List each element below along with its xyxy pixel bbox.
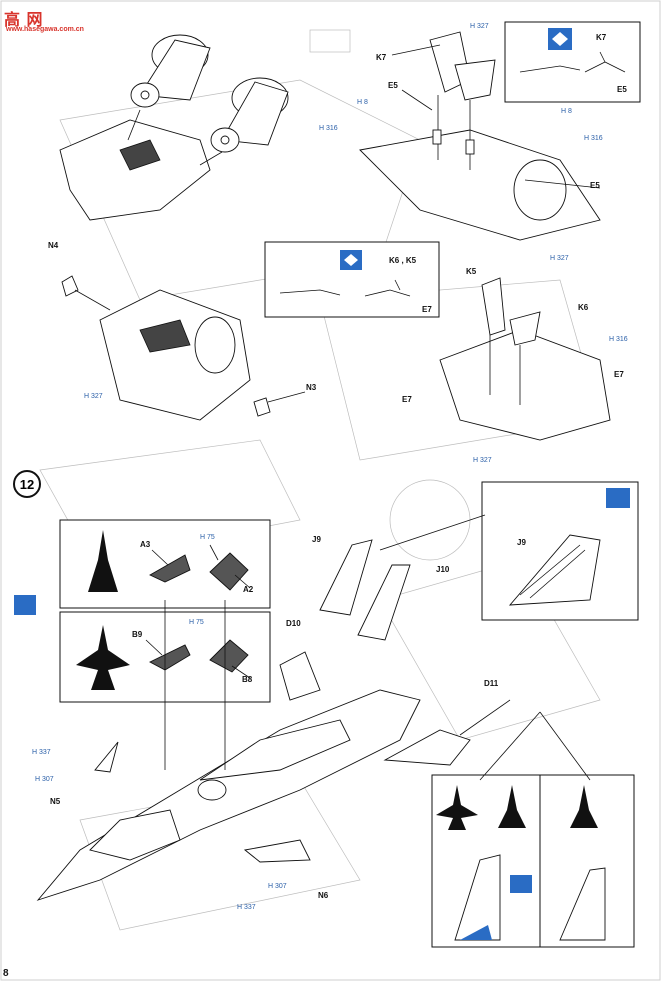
- label-e5: E5: [388, 81, 398, 90]
- label-h307-left: H 307: [35, 776, 54, 783]
- label-n4: N4: [48, 241, 59, 250]
- label-d10: D10: [286, 619, 301, 628]
- label-b8: B8: [242, 675, 253, 684]
- label-e7-left: E7: [402, 395, 412, 404]
- variant-silhouette-swept-2: [570, 785, 598, 828]
- label-k6: K6: [578, 303, 589, 312]
- label-b9: B9: [132, 630, 143, 639]
- detail-box-k6-k5: [264, 241, 440, 318]
- label-h327-right: H 327: [550, 255, 569, 262]
- label-h316-right: H 316: [584, 135, 603, 142]
- variant-silhouette-swept: [498, 785, 526, 828]
- label-k7: K7: [376, 53, 387, 62]
- label-h8-right: H 8: [561, 108, 572, 115]
- aircraft-silhouette-swept: [88, 530, 118, 592]
- step-12-marker: [13, 470, 41, 498]
- label-h8-left: H 8: [357, 99, 368, 106]
- label-n5: N5: [50, 797, 61, 806]
- step-number: 12: [20, 477, 34, 492]
- mid-right-fins-assembly: [439, 277, 611, 441]
- label-h75-b: H 75: [189, 619, 204, 626]
- label-h75-a: H 75: [200, 534, 215, 541]
- label-n6: N6: [318, 891, 329, 900]
- label-h327-low: H 327: [473, 457, 492, 464]
- label-d11: D11: [484, 679, 499, 688]
- variant-silhouette-spread: [436, 785, 478, 830]
- watermark-brand: 高 网: [4, 12, 44, 29]
- label-a2: A2: [243, 585, 254, 594]
- detail-box-j9: [481, 481, 639, 621]
- main-fuselage: [36, 539, 471, 901]
- label-e7-detail: E7: [422, 305, 432, 314]
- label-e5-lower: E5: [590, 181, 600, 190]
- label-h316-mid: H 316: [609, 336, 628, 343]
- leader-lines: [145, 44, 601, 781]
- label-j9-detail: J9: [517, 538, 526, 547]
- label-h327-mid: H 327: [84, 393, 103, 400]
- rear-view-icon-2: [510, 875, 532, 893]
- option-box-a: [59, 519, 271, 609]
- page-number: 8: [3, 968, 9, 979]
- label-k5: K5: [466, 267, 477, 276]
- label-j10: J10: [436, 565, 450, 574]
- engine-nozzles-assembly: [59, 34, 289, 221]
- aircraft-silhouette-spread: [76, 625, 130, 690]
- label-h337-left: H 337: [32, 749, 51, 756]
- front-view-icon-side: [14, 595, 36, 615]
- label-h327-top: H 327: [470, 23, 489, 30]
- label-h307-bottom: H 307: [268, 883, 287, 890]
- label-h316-left: H 316: [319, 125, 338, 132]
- label-j9: J9: [312, 535, 321, 544]
- label-k7-detail: K7: [596, 33, 607, 42]
- detail-box-k7: [504, 21, 641, 103]
- mid-left-nozzle-assembly: [61, 275, 306, 421]
- rear-view-icon: [606, 488, 630, 508]
- label-e7-right: E7: [614, 370, 624, 379]
- label-a3: A3: [140, 540, 151, 549]
- variant-box-lower-right: [431, 774, 635, 948]
- watermark-url: www.hasegawa.com.cn: [6, 26, 84, 33]
- label-k6-k5: K6 , K5: [389, 256, 417, 265]
- upper-right-fins-assembly: [359, 31, 601, 241]
- label-h337-bottom: H 337: [237, 904, 256, 911]
- label-e5-detail: E5: [617, 85, 627, 94]
- label-n3: N3: [306, 383, 317, 392]
- highlight-area: [460, 925, 492, 940]
